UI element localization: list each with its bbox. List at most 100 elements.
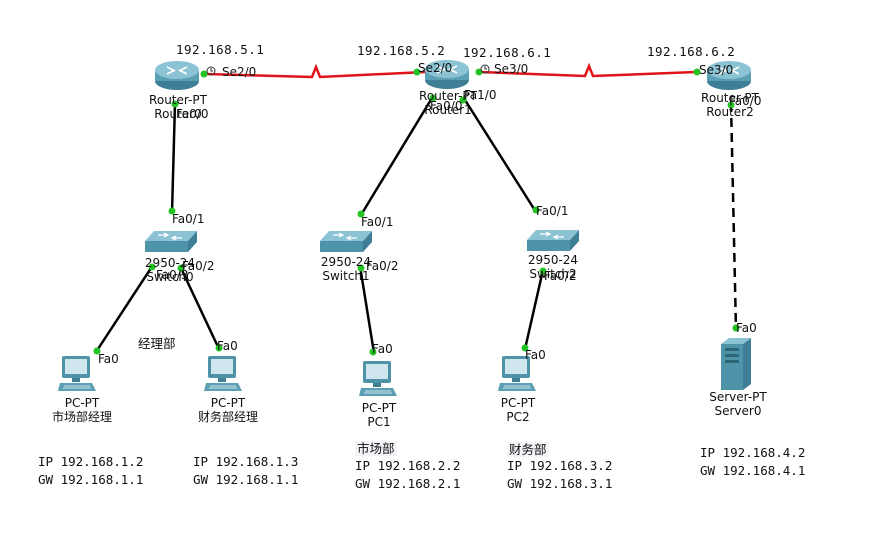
switch-2-port-a: Fa0/2 [544, 269, 577, 283]
switch-0-label: 2950-24 Switch0 [130, 256, 210, 284]
switch-icon [320, 231, 372, 252]
switch-2-port-up: Fa0/1 [536, 204, 569, 218]
router-2-type: Router-PT [701, 91, 759, 105]
server-icon [721, 338, 751, 390]
pc-market-manager-gw: GW 192.168.1.1 [38, 472, 144, 487]
switch-1-port-up: Fa0/1 [361, 215, 394, 229]
pc-finance-manager-type: PC-PT [210, 396, 246, 410]
switch-2-model: 2950-24 [527, 253, 579, 267]
router-icon [707, 61, 751, 90]
pc-2-label: PC-PT PC2 [478, 396, 558, 424]
switch-0-port-up: Fa0/1 [172, 212, 205, 226]
server-0-gw: GW 192.168.4.1 [700, 463, 806, 478]
pc-finance-manager-name: 财务部经理 [197, 410, 258, 424]
pc-1-label: PC-PT PC1 [339, 401, 419, 429]
switch-icon [527, 230, 579, 251]
pc-icon [58, 356, 96, 391]
pc-2-type: PC-PT [500, 396, 536, 410]
pc-2[interactable] [498, 355, 538, 393]
router-1-name: Router1 [424, 103, 472, 117]
router-0-name: Router0 [154, 107, 202, 121]
router-icon [155, 61, 199, 90]
pc-1-ip: IP 192.168.2.2 [355, 458, 461, 473]
router-icon [425, 60, 469, 89]
pc-1-ipconfig: IP 192.168.2.2 GW 192.168.2.1 [355, 457, 460, 493]
pc-2-gw: GW 192.168.3.1 [507, 476, 613, 491]
manager-dept-note: 经理部 [138, 336, 176, 351]
router-0-port-fa: Fa0/0 [176, 107, 209, 121]
pc-finance-manager[interactable] [204, 355, 244, 393]
router-1-label: Router-PT Router1 [408, 89, 488, 117]
pc-2-dept-note: 财务部 [507, 439, 549, 458]
router-2-name: Router2 [706, 105, 754, 119]
pc-icon [204, 356, 242, 391]
serial-link-r0-r1[interactable] [205, 63, 426, 79]
pc-market-manager-name: 市场部经理 [51, 410, 112, 424]
router-0[interactable] [154, 59, 200, 91]
pc-2-ipconfig: IP 192.168.3.2 GW 192.168.3.1 [507, 457, 612, 493]
switch-0-port-a: Fa0/2 [182, 259, 215, 273]
pc-1-name: PC1 [367, 415, 391, 429]
pc-market-manager-label: PC-PT 市场部经理 [42, 396, 122, 424]
server-0-ipconfig: IP 192.168.4.2 GW 192.168.4.1 [700, 444, 805, 480]
router-2-port-se: Se3/0 [699, 63, 734, 77]
pc-2-name: PC2 [506, 410, 530, 424]
link-sw0-pc-finance-mgr[interactable] [178, 265, 221, 350]
pc-1-port: Fa0 [372, 342, 393, 356]
switch-0[interactable] [144, 230, 198, 254]
link-r1-sw1[interactable] [359, 97, 434, 216]
router-1-port-se-left: Se2/0 [418, 61, 453, 75]
pc-1-dept: 市场部 [355, 441, 397, 456]
pc-market-manager-ip: IP 192.168.1.2 [38, 454, 144, 469]
link-sw1-pc1[interactable] [358, 265, 376, 354]
pc-icon [359, 361, 397, 396]
pc-icon [498, 356, 536, 391]
pc-market-manager-port: Fa0 [98, 352, 119, 366]
pc-finance-manager-label: PC-PT 财务部经理 [188, 396, 268, 424]
switch-icon [145, 231, 197, 252]
switch-0-name: Switch0 [146, 270, 194, 284]
link-r2-server[interactable] [729, 102, 738, 331]
server-0-port: Fa0 [736, 321, 757, 335]
switch-1-port-a: Fa0/2 [366, 259, 399, 273]
link-r0-sw0[interactable] [170, 102, 177, 214]
serial-link-r1-r2[interactable] [479, 62, 697, 78]
pc-1-gw: GW 192.168.2.1 [355, 476, 461, 491]
router-0-ip: 192.168.5.1 [176, 42, 265, 57]
router-2-port-fa: Fa0/0 [729, 94, 762, 108]
server-0-type: Server-PT [709, 390, 767, 404]
pc-1-type: PC-PT [361, 401, 397, 415]
router-1-port-fa0: Fa0/0 [430, 99, 463, 113]
pc-2-dept: 财务部 [507, 442, 549, 457]
pc-market-manager-ipconfig: IP 192.168.1.2 GW 192.168.1.1 [38, 453, 143, 489]
clock-icon [206, 64, 490, 76]
link-sw0-pc-market-mgr[interactable] [94, 264, 155, 353]
server-0-ip: IP 192.168.4.2 [700, 445, 806, 460]
server-0-name: Server0 [714, 404, 762, 418]
switch-1-name: Switch1 [322, 269, 370, 283]
router-1-port-se-right: Se3/0 [494, 62, 529, 76]
switch-2[interactable] [526, 229, 580, 253]
switch-2-label: 2950-24 Switch2 [513, 253, 593, 281]
pc-1-dept-note: 市场部 [355, 438, 397, 457]
link-sw2-pc2[interactable] [523, 269, 545, 350]
pc-finance-manager-ipconfig: IP 192.168.1.3 GW 192.168.1.1 [193, 453, 298, 489]
pc-market-manager[interactable] [58, 355, 98, 393]
pc-finance-manager-ip: IP 192.168.1.3 [193, 454, 299, 469]
switch-1-label: 2950-24 Switch1 [306, 255, 386, 283]
router-0-port-se: Se2/0 [222, 65, 257, 79]
router-1-ip-right: 192.168.6.1 [463, 45, 552, 60]
pc-finance-manager-gw: GW 192.168.1.1 [193, 472, 299, 487]
switch-0-port-b: Fa0/3 [156, 268, 189, 282]
switch-0-model: 2950-24 [144, 256, 196, 270]
router-0-label: Router-PT Router0 [138, 93, 218, 121]
pc-1[interactable] [359, 360, 399, 398]
router-1[interactable] [424, 58, 470, 90]
pc-2-port: Fa0 [525, 348, 546, 362]
link-r1-sw2[interactable] [463, 99, 538, 213]
router-2[interactable] [706, 59, 752, 91]
pc-finance-manager-port: Fa0 [217, 339, 238, 353]
switch-1[interactable] [319, 230, 373, 254]
server-0[interactable] [721, 338, 751, 390]
